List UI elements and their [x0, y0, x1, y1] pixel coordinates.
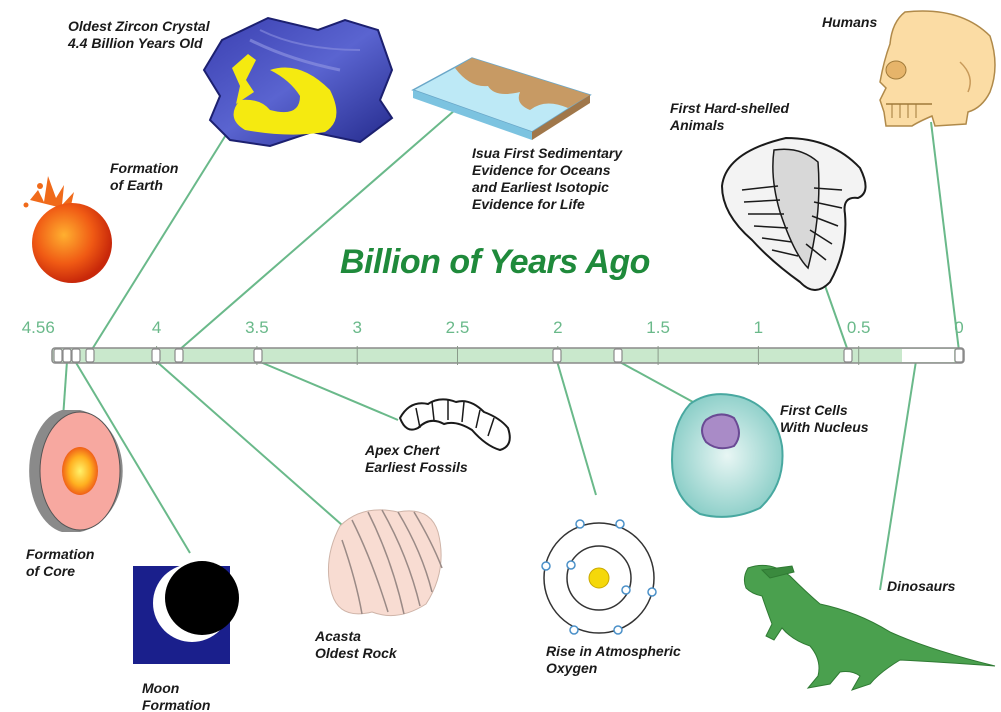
- leader-humans: [931, 122, 959, 351]
- earth-core-icon: [29, 410, 123, 532]
- marker-cells: [614, 349, 622, 362]
- human-skull-icon: [880, 11, 995, 126]
- marker-isua: [175, 349, 183, 362]
- label-formation-earth: Formation of Earth: [110, 160, 178, 194]
- marker-core: [63, 349, 71, 362]
- marker-humans: [955, 349, 963, 362]
- marker-apex: [254, 349, 262, 362]
- label-dinosaurs: Dinosaurs: [887, 578, 955, 595]
- tick-label-3: 3: [352, 318, 361, 338]
- label-acasta: Acasta Oldest Rock: [315, 628, 397, 662]
- tick-label-4-56: 4.56: [22, 318, 55, 338]
- marker-moon: [72, 349, 80, 362]
- marker-earth: [54, 349, 62, 362]
- leader-hard-shelled: [823, 280, 848, 351]
- leader-oxygen: [557, 361, 596, 495]
- zircon-crystal-icon: [204, 18, 392, 146]
- marker-hard-shelled: [844, 349, 852, 362]
- moon-icon: [133, 561, 239, 664]
- acasta-rock-icon: [328, 510, 442, 616]
- dinosaur-icon: [744, 565, 995, 690]
- marker-acasta: [152, 349, 160, 362]
- trilobite-icon: [722, 138, 866, 290]
- tick-label-2: 2: [553, 318, 562, 338]
- tick-label-2-5: 2.5: [446, 318, 470, 338]
- tick-label-0-5: 0.5: [847, 318, 871, 338]
- timeline-bar: [52, 348, 964, 363]
- label-oxygen: Rise in Atmospheric Oxygen: [546, 643, 681, 677]
- label-hard-shelled: First Hard-shelled Animals: [670, 100, 789, 134]
- marker-oxygen: [553, 349, 561, 362]
- tick-label-0: 0: [954, 318, 963, 338]
- tick-label-1-5: 1.5: [646, 318, 670, 338]
- label-zircon: Oldest Zircon Crystal 4.4 Billion Years …: [68, 18, 210, 52]
- leader-core: [63, 361, 67, 418]
- marker-zircon: [86, 349, 94, 362]
- leader-apex: [258, 361, 398, 420]
- tick-label-1: 1: [754, 318, 763, 338]
- leader-cells: [618, 361, 693, 402]
- oxygen-atom-icon: [542, 520, 656, 634]
- tick-label-3-5: 3.5: [245, 318, 269, 338]
- label-formation-core: Formation of Core: [26, 546, 94, 580]
- humans-era-segment: [902, 349, 954, 362]
- label-first-cells: First Cells With Nucleus: [780, 402, 869, 436]
- ocean-sediment-icon: [413, 58, 590, 140]
- molten-earth-icon: [24, 176, 113, 283]
- label-humans: Humans: [822, 14, 877, 31]
- label-moon-formation: Moon Formation: [142, 680, 210, 712]
- label-isua: Isua First Sedimentary Evidence for Ocea…: [472, 145, 622, 213]
- label-apex-chert: Apex Chert Earliest Fossils: [365, 442, 468, 476]
- eukaryotic-cell-icon: [672, 394, 783, 517]
- leader-dinosaurs: [880, 361, 916, 590]
- tick-label-4: 4: [152, 318, 161, 338]
- chart-title: Billion of Years Ago: [340, 243, 650, 282]
